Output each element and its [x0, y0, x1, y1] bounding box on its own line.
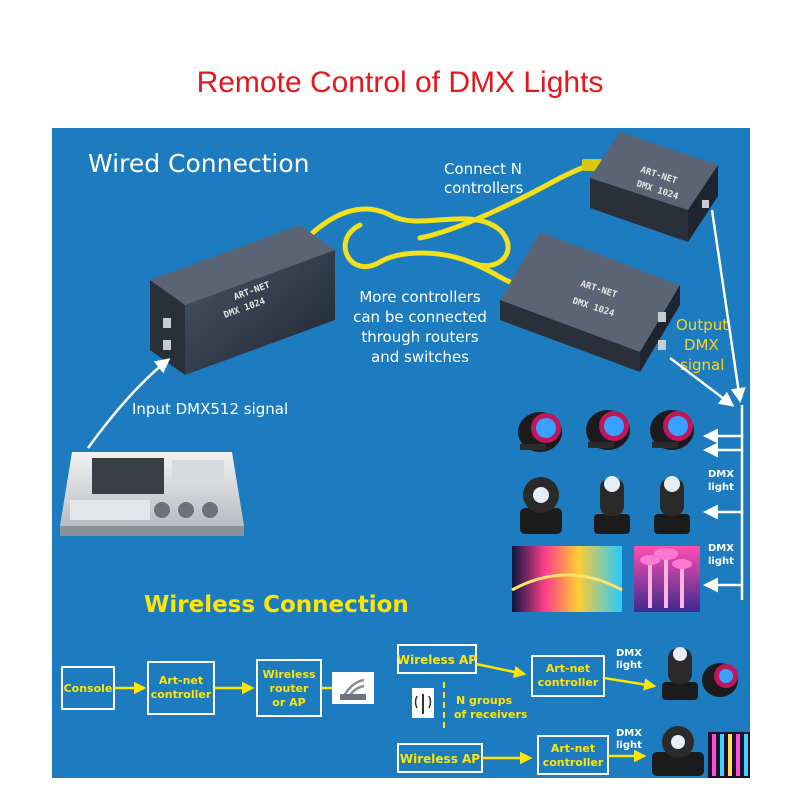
flow-arrow [603, 676, 657, 691]
wireless-router-label: or AP [272, 696, 305, 709]
par-light-icon [702, 663, 738, 697]
artnet-controller-label: Art-net [546, 662, 590, 675]
input-signal-label: Input DMX512 signal [132, 400, 288, 418]
dmx-light-label: DMX [708, 469, 734, 480]
par-light-icon [650, 410, 694, 450]
moving-head-light-icon [654, 476, 690, 534]
connect-n-label: Connect N [444, 160, 522, 178]
router-image [332, 672, 374, 704]
artnet-controller-label: controller [538, 676, 599, 689]
dmx-light-label: DMX [708, 543, 734, 554]
more-controllers-label: through routers [361, 328, 479, 346]
artnet-controller-label: controller [543, 756, 604, 769]
dmx-console-image [60, 452, 244, 536]
artnet-controller-label: controller [151, 688, 212, 701]
output-dmx-label: signal [680, 356, 724, 374]
console-label: Console [64, 682, 113, 695]
par-light-icon [518, 412, 562, 452]
artnet-device-top: ART-NET DMX 1024 [590, 132, 718, 242]
dmx-light-label: light [616, 660, 642, 671]
wireless-heading: Wireless Connection [144, 592, 409, 618]
output-dmx-label: DMX [684, 336, 719, 354]
output-dmx-label: Output [676, 316, 728, 334]
more-controllers-label: More controllers [359, 288, 481, 306]
more-controllers-label: can be connected [353, 308, 487, 326]
flow-arrow [475, 662, 527, 679]
page-title: Remote Control of DMX Lights [197, 66, 604, 99]
input-arrow [86, 358, 171, 449]
par-light-icon [586, 410, 630, 450]
dmx-light-label: DMX [616, 728, 642, 739]
output-arrow [710, 209, 746, 403]
artnet-controller-label: Art-net [159, 674, 203, 687]
wireless-router-label: Wireless [262, 668, 316, 681]
moving-head-light-icon [652, 726, 704, 776]
artnet-controller-box [531, 655, 605, 697]
dmx-light-label: DMX [616, 648, 642, 659]
bridge-lighting-image [512, 546, 622, 612]
dmx-light-label: light [708, 482, 734, 493]
moving-head-light-icon [662, 647, 698, 700]
artnet-device-middle: ART-NET DMX 1024 [500, 232, 680, 372]
output-arrow [669, 357, 735, 407]
groups-label: of receivers [454, 708, 528, 721]
more-controllers-label: and switches [371, 348, 469, 366]
dmx-light-label: light [708, 556, 734, 567]
connect-n-label: controllers [444, 179, 524, 197]
artnet-device-left: ART-NET DMX 1024 [150, 225, 335, 375]
led-bar-light-image [708, 732, 750, 778]
artnet-controller-label: Art-net [551, 742, 595, 755]
antenna-icon [412, 688, 434, 718]
groups-label: N groups [456, 694, 513, 707]
wireless-ap-label: Wireless AP [400, 752, 480, 766]
moving-head-light-icon [520, 477, 562, 534]
wireless-ap-box [397, 644, 477, 674]
moving-head-light-icon [594, 476, 630, 534]
wireless-router-label: router [270, 682, 310, 695]
dmx-light-label: light [616, 740, 642, 751]
wired-heading: Wired Connection [88, 149, 310, 178]
wireless-ap-label: Wireless AP [397, 653, 477, 667]
